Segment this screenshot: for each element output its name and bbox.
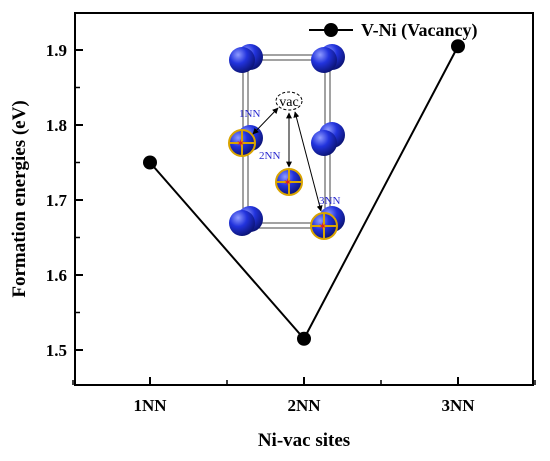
inset-label-2nn: 2NN <box>259 150 280 162</box>
plot-frame <box>74 12 534 386</box>
svg-text:✶: ✶ <box>236 137 245 150</box>
arrow-1nn <box>252 107 279 135</box>
data-point-3nn <box>451 39 465 54</box>
data-point-1nn <box>143 155 157 170</box>
atom-edge-right-middle <box>311 122 345 156</box>
atom-1nn-marked: ✶ <box>228 125 263 157</box>
atom-corner-top-left <box>229 44 263 73</box>
y-axis-title: Formation energies (eV) <box>9 100 30 297</box>
y-tick-label-1: 1.6 <box>46 266 67 285</box>
inset-label-1nn: 1NN <box>239 108 260 120</box>
series-line-0 <box>149 45 459 341</box>
x-tick-label-1: 2NN <box>287 396 321 415</box>
x-axis-title: Ni-vac sites <box>258 430 350 451</box>
svg-text:✶: ✶ <box>318 220 327 233</box>
legend-label: V-Ni (Vacancy) <box>361 20 477 41</box>
data-point-2nn <box>297 331 311 346</box>
crystal-structure-inset: ✶ ✶ ✶ vac 1NN 2NN 3NN <box>228 44 345 240</box>
x-tick-label-0: 1NN <box>133 396 167 415</box>
vacancy-site <box>275 91 303 111</box>
arrow-3nn <box>293 111 323 212</box>
series-layer <box>143 39 465 346</box>
svg-text:✶: ✶ <box>283 176 292 189</box>
vacancy-label: vac <box>279 95 298 110</box>
y-tick-label-3: 1.8 <box>46 116 67 135</box>
y-axis: 1.5 1.6 1.7 1.8 1.9 <box>46 41 83 360</box>
atom-corner-top-right <box>311 44 345 73</box>
atom-3nn-marked: ✶ <box>310 212 338 240</box>
y-tick-label-4: 1.9 <box>46 41 67 60</box>
x-axis: 1NN 2NN 3NN <box>72 377 536 415</box>
inset-label-3nn: 3NN <box>319 195 340 207</box>
legend-marker <box>324 23 338 37</box>
atom-2nn-marked: ✶ <box>275 168 303 196</box>
y-tick-label-0: 1.5 <box>46 341 67 360</box>
x-tick-label-2: 3NN <box>441 396 475 415</box>
y-tick-label-2: 1.7 <box>46 191 68 210</box>
legend: V-Ni (Vacancy) <box>309 20 477 41</box>
atom-corner-bottom-left <box>229 206 263 236</box>
